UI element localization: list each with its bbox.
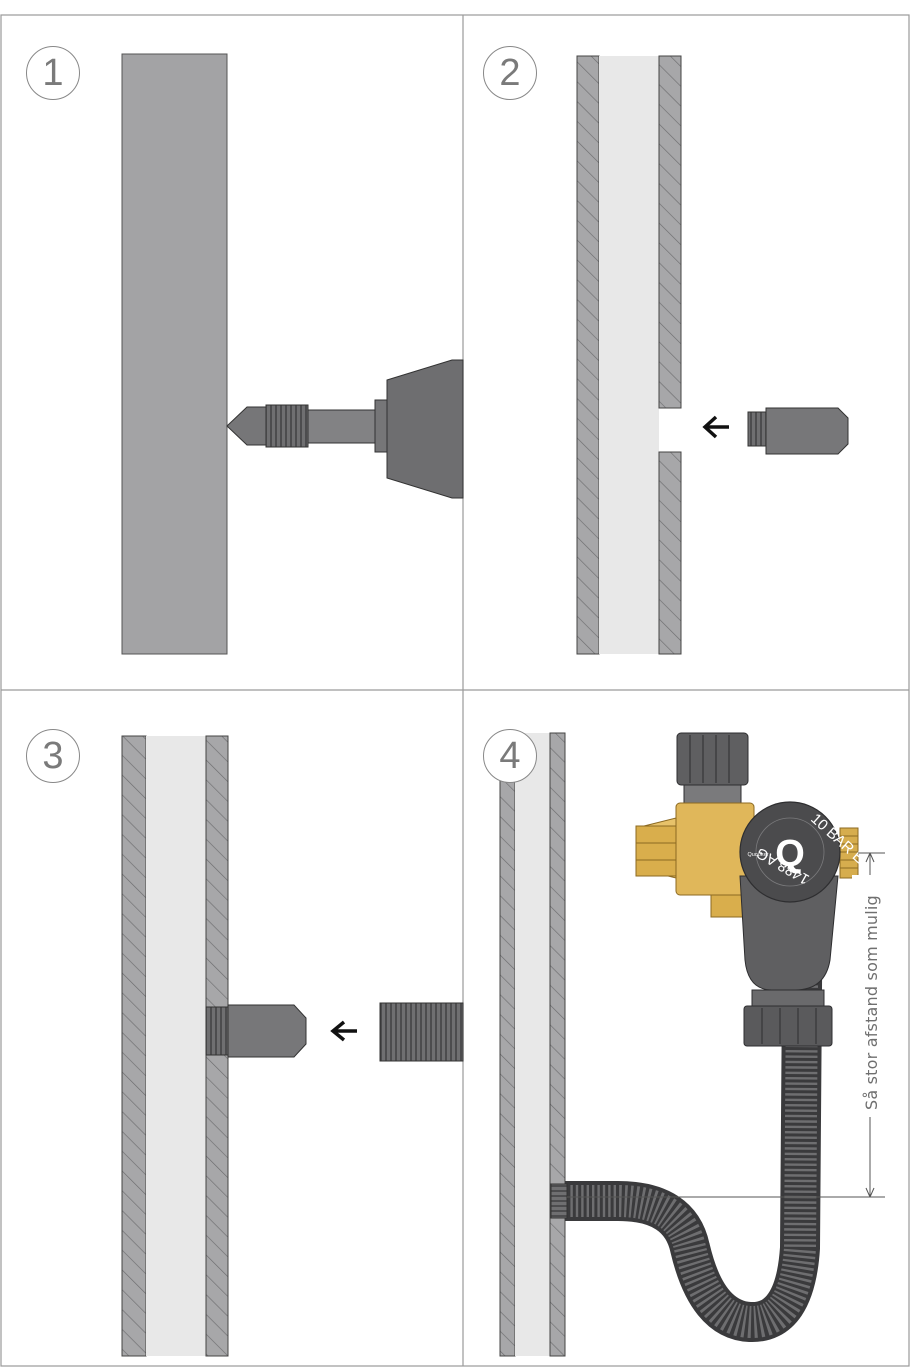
panel-1 (121, 53, 464, 655)
drill-bit (226, 359, 464, 499)
arrow-left-icon (330, 1020, 357, 1042)
hose-nut (743, 1005, 833, 1047)
solid-wall (121, 53, 228, 655)
installed-insert (205, 1004, 307, 1058)
valve-dial (739, 801, 841, 903)
panel-3 (121, 735, 464, 1357)
panel-2 (576, 55, 849, 655)
corrugated-hose-end (379, 1002, 464, 1062)
panel-grid (0, 14, 910, 1367)
step-number-3: 3 (26, 729, 80, 783)
threaded-insert (747, 407, 849, 455)
step-number-2: 2 (483, 46, 537, 100)
brand-name: Quooker (747, 852, 768, 858)
distance-label: Så stor afstand som mulig (862, 895, 881, 1110)
panel-4: Q Quooker 10 BAR EN 1488 AG (499, 732, 885, 1357)
pipe-section (576, 55, 682, 655)
pipe-section (499, 732, 566, 1357)
valve-cap (676, 732, 749, 786)
quooker-valve: Q Quooker 10 BAR EN 1488 AG (635, 732, 876, 1047)
step-number-1: 1 (26, 46, 80, 100)
arrow-left-icon (702, 415, 729, 439)
step-number-4: 4 (483, 729, 537, 783)
logo-q: Q (775, 833, 805, 875)
corrugated-hose (550, 859, 823, 1342)
